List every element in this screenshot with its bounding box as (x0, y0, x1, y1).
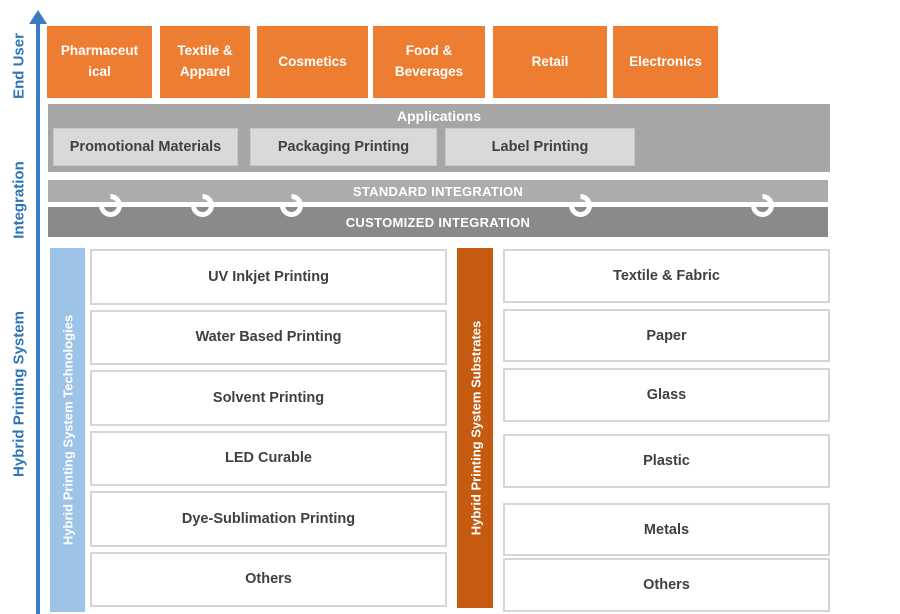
end-user-food-beverages: Food & Beverages (373, 26, 485, 98)
side-label-integration: Integration (10, 161, 28, 239)
technology-water-based-printing: Water Based Printing (90, 309, 447, 365)
end-user-pharmaceutical: Pharmaceutical (47, 26, 152, 98)
substrates-title: Hybrid Printing System Substrates (468, 320, 484, 536)
substrate-metals: Metals (503, 502, 830, 557)
substrate-others: Others (503, 558, 830, 613)
end-user-cosmetics: Cosmetics (257, 26, 368, 98)
technology-uv-inkjet-printing: UV Inkjet Printing (90, 249, 447, 305)
substrate-paper: Paper (503, 308, 830, 363)
substrate-glass: Glass (503, 368, 830, 423)
end-user-retail: Retail (493, 26, 607, 98)
axis-arrow-line (36, 22, 40, 614)
technology-dye-sublimation-printing: Dye-Sublimation Printing (90, 491, 447, 547)
technologies-title: Hybrid Printing System Technologies (60, 314, 76, 546)
applications-title: Applications (396, 108, 481, 124)
substrates-list: Textile & Fabric Paper Glass Plastic Met… (503, 249, 830, 613)
application-label-printing: Label Printing (445, 128, 635, 166)
application-promotional-materials: Promotional Materials (53, 128, 238, 166)
technologies-list: UV Inkjet Printing Water Based Printing … (90, 249, 447, 607)
technology-solvent-printing: Solvent Printing (90, 370, 447, 426)
side-label-end-user: End User (10, 33, 28, 99)
technology-led-curable: LED Curable (90, 430, 447, 486)
substrate-plastic: Plastic (503, 434, 830, 488)
axis-arrow-up-icon (29, 10, 47, 24)
application-packaging-printing: Packaging Printing (250, 128, 437, 166)
end-user-electronics: Electronics (613, 26, 718, 98)
technology-others: Others (90, 551, 447, 607)
substrate-textile-fabric: Textile & Fabric (503, 249, 830, 303)
standard-integration-bar: STANDARD INTEGRATION (48, 180, 828, 202)
substrates-title-bar (457, 248, 493, 608)
integration-link-line (48, 202, 828, 207)
side-label-hybrid-printing-system: Hybrid Printing System (10, 311, 28, 477)
end-user-textile-apparel: Textile & Apparel (160, 26, 250, 98)
customized-integration-bar: CUSTOMIZED INTEGRATION (48, 207, 828, 237)
technologies-title-bar (50, 248, 85, 612)
applications-band: Applications Promotional Materials Packa… (48, 104, 830, 172)
